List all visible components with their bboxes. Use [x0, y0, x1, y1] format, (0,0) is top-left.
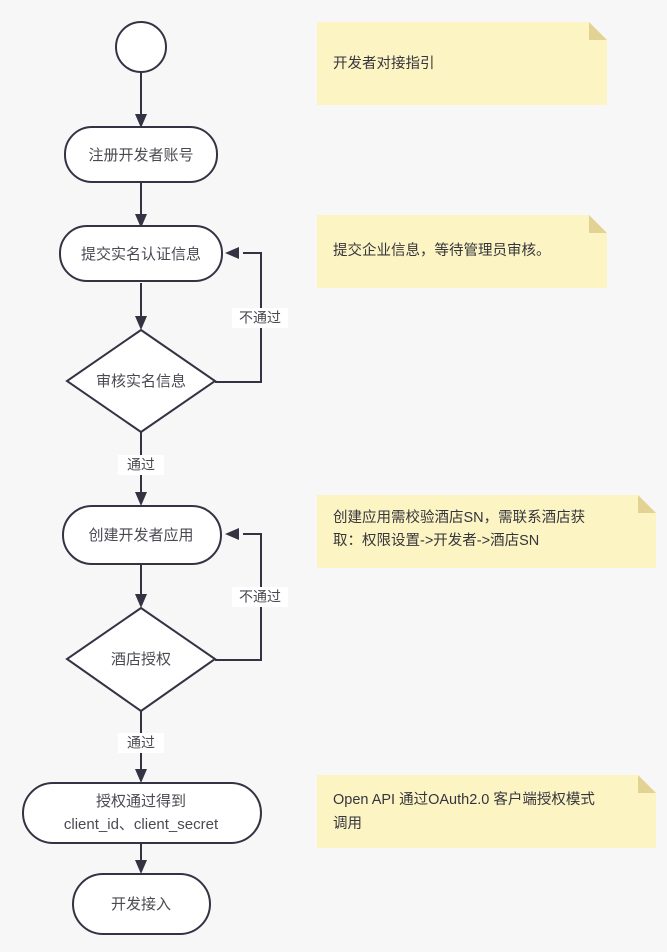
note-text-credential-line1: Open API 通过OAuth2.0 客户端授权模式 [333, 791, 595, 808]
note-body [317, 775, 656, 848]
edge-label-bg [232, 587, 288, 607]
note-text-credential-line2: 调用 [333, 815, 362, 832]
submit-shape[interactable] [59, 225, 223, 282]
note-body [317, 495, 656, 568]
arrowhead-icon [135, 492, 147, 506]
register-shape[interactable] [64, 126, 218, 183]
edge-submit-to-review [135, 283, 147, 330]
note-body [317, 215, 607, 288]
edge-label-pass-1: 通过 [127, 457, 155, 473]
node-createapp[interactable]: 创建开发者应用 [62, 505, 222, 565]
note-body [317, 22, 607, 105]
edge-createapp-to-auth [135, 565, 147, 608]
edge-label-bg [118, 733, 164, 753]
credential-shape[interactable] [22, 782, 262, 844]
edge-review-to-createapp-pass: 通过 [118, 432, 164, 506]
node-label-createapp: 创建开发者应用 [88, 526, 193, 544]
edge-label-bg [232, 308, 288, 328]
note-createapp: 创建应用需校验酒店SN，需联系酒店获 取：权限设置->开发者->酒店SN [317, 495, 656, 568]
review-diamond[interactable] [65, 328, 217, 434]
node-label-submit: 提交实名认证信息 [81, 245, 201, 263]
node-auth[interactable]: 酒店授权 [65, 606, 217, 713]
node-review[interactable]: 审核实名信息 [65, 328, 217, 434]
edge-label-reject-2: 不通过 [239, 589, 281, 605]
node-label-credential-line2: client_id、client_secret [64, 816, 219, 833]
arrowhead-icon [135, 316, 147, 330]
arrowhead-icon [135, 594, 147, 608]
edge-label-reject-1: 不通过 [239, 310, 281, 326]
arrowhead-icon [135, 769, 147, 783]
edge-label-bg [118, 455, 164, 475]
arrowhead-icon [225, 247, 239, 259]
arrowhead-icon [135, 214, 147, 228]
node-label-register: 注册开发者账号 [88, 147, 193, 164]
note-text-submit: 提交企业信息，等待管理员审核。 [333, 241, 551, 259]
note-credential: Open API 通过OAuth2.0 客户端授权模式 调用 [317, 775, 656, 848]
note-text-createapp-line1: 创建应用需校验酒店SN，需联系酒店获 [333, 508, 585, 526]
edge-start-to-register [135, 72, 147, 128]
node-register[interactable]: 注册开发者账号 [64, 126, 218, 183]
node-label-credential-line1: 授权通过得到 [96, 793, 186, 810]
createapp-shape[interactable] [62, 505, 222, 565]
edge-auth-to-createapp-reject: 不通过 [215, 528, 288, 661]
develop-shape[interactable] [72, 873, 211, 935]
note-fold-corner-icon [638, 495, 656, 513]
arrowhead-icon [135, 860, 147, 874]
node-credential[interactable]: 授权通过得到 client_id、client_secret [22, 782, 262, 844]
node-submit[interactable]: 提交实名认证信息 [59, 225, 223, 282]
note-fold-corner-icon [589, 215, 607, 233]
edge-register-to-submit [135, 182, 147, 228]
node-develop[interactable]: 开发接入 [72, 873, 211, 935]
arrowhead-icon [135, 114, 147, 128]
note-text-createapp-line2: 取：权限设置->开发者->酒店SN [333, 532, 539, 549]
note-text-guide: 开发者对接指引 [333, 55, 435, 72]
edge-auth-to-credential-pass: 通过 [118, 711, 164, 783]
note-fold-corner-icon [589, 22, 607, 40]
start-circle[interactable] [115, 21, 167, 73]
node-start[interactable] [115, 21, 167, 73]
arrowhead-icon [225, 528, 239, 540]
node-label-develop: 开发接入 [111, 896, 171, 913]
node-label-review: 审核实名信息 [96, 373, 186, 390]
edge-credential-to-develop [135, 843, 147, 874]
note-fold-corner-icon [638, 775, 656, 793]
edge-review-to-submit-reject: 不通过 [215, 247, 288, 383]
note-guide: 开发者对接指引 [317, 22, 607, 105]
auth-diamond[interactable] [65, 606, 217, 713]
edge-label-pass-2: 通过 [127, 735, 155, 751]
node-label-auth: 酒店授权 [111, 651, 171, 668]
note-submit: 提交企业信息，等待管理员审核。 [317, 215, 607, 288]
